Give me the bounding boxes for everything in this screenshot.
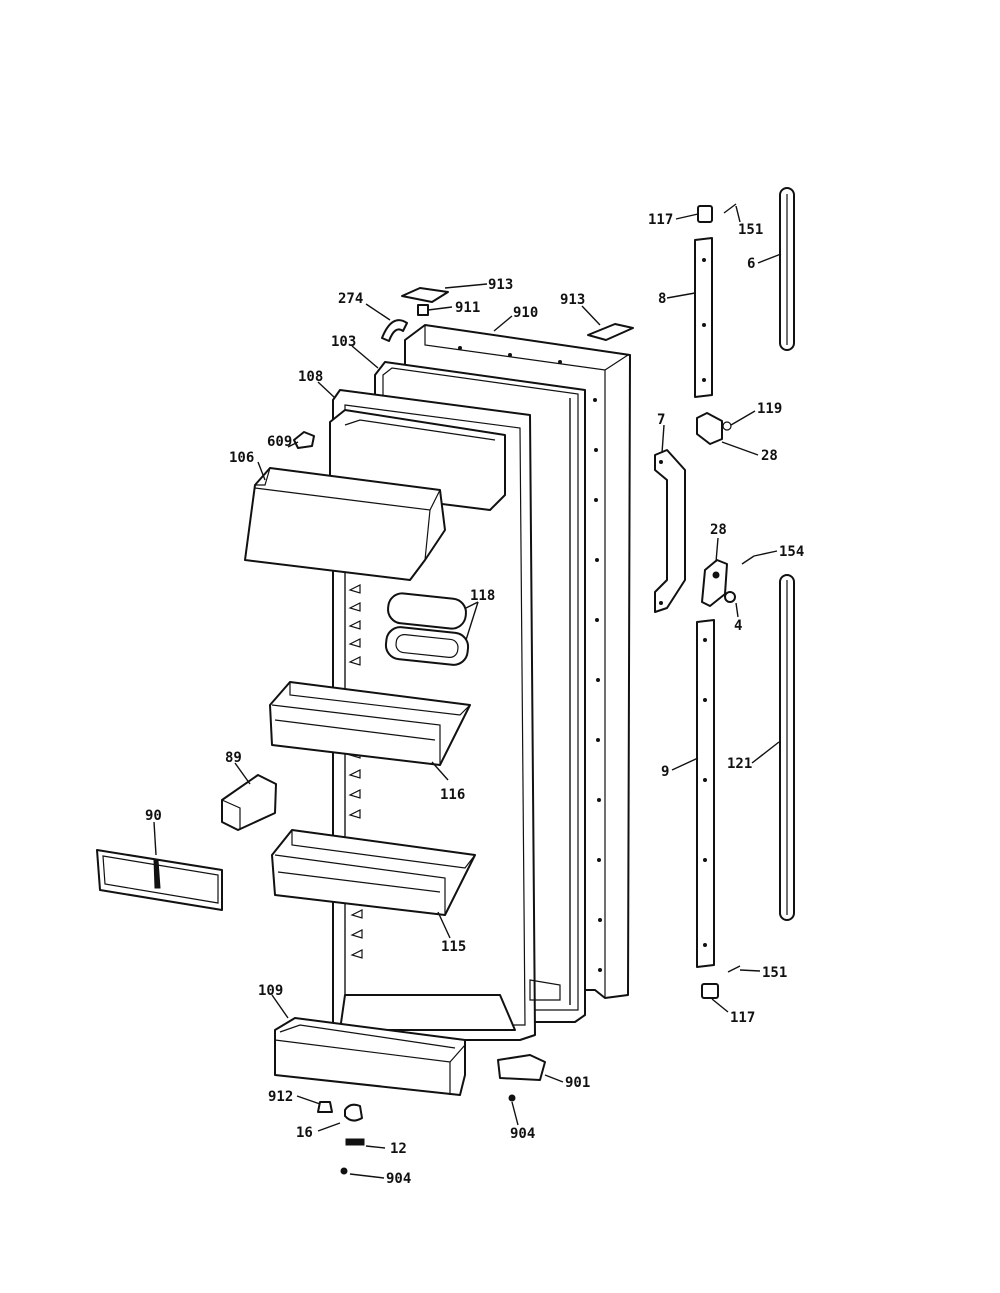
screw-151-bottom [727,965,741,973]
callout-7: 7 [657,412,665,428]
callout-115: 115 [441,939,466,955]
callout-8: 8 [658,291,666,307]
rail-9 [696,619,715,968]
callout-108: 108 [298,369,323,385]
trim-6-top [779,187,795,351]
handle-7 [654,449,686,613]
callout-151-bottom: 151 [762,965,787,981]
endcap-117-bottom [701,983,719,999]
rail-8 [694,237,713,398]
plate-913-top [401,287,449,303]
callout-904-bottom: 904 [386,1171,411,1187]
callout-609: 609 [267,434,292,450]
callout-912: 912 [268,1089,293,1105]
trim-121 [779,574,795,921]
bracket-28-lower [701,559,736,607]
dairy-compartment [244,409,506,581]
leader-lines [153,205,782,1179]
screw-154 [741,555,755,565]
callout-904-mid: 904 [510,1126,535,1142]
bushing-911 [417,304,429,316]
hinge-cover-274 [381,319,408,342]
callout-117-bottom: 117 [730,1010,755,1026]
door-shelf-115 [271,829,476,916]
callout-6: 6 [747,256,755,272]
callout-910: 910 [513,305,538,321]
callout-4: 4 [734,618,742,634]
callout-28-upper: 28 [761,448,778,464]
door-shelf-116 [269,681,471,766]
endcap-117-top [697,205,713,223]
bottom-bin [274,1017,466,1096]
callout-913-top: 913 [488,277,513,293]
callout-274: 274 [338,291,363,307]
callout-911: 911 [455,300,480,316]
callout-119: 119 [757,401,782,417]
callout-labels: 913 911 274 910 913 103 108 609 106 118 … [145,212,804,1187]
parts-912-16-12 [317,1101,365,1175]
plate-913-right [587,323,634,341]
callout-16: 16 [296,1125,313,1141]
callout-154: 154 [779,544,804,560]
cover-90 [96,849,223,911]
callout-9: 9 [661,764,669,780]
callout-28-lower: 28 [710,522,727,538]
bracket-119-28 [696,412,732,445]
cover-901 [497,1054,546,1102]
egg-trays [384,592,470,666]
callout-106: 106 [229,450,254,466]
callout-151-top: 151 [738,222,763,238]
callout-121: 121 [727,756,752,772]
callout-117-top: 117 [648,212,673,228]
screw-151-top [723,203,737,214]
cap-609 [293,431,315,449]
callout-103: 103 [331,334,356,350]
callout-90: 90 [145,808,162,824]
callout-901: 901 [565,1075,590,1091]
callout-118: 118 [470,588,495,604]
callout-913-right: 913 [560,292,585,308]
cover-89 [221,774,277,831]
callout-109: 109 [258,983,283,999]
callout-116: 116 [440,787,465,803]
callout-89: 89 [225,750,242,766]
callout-12: 12 [390,1141,407,1157]
